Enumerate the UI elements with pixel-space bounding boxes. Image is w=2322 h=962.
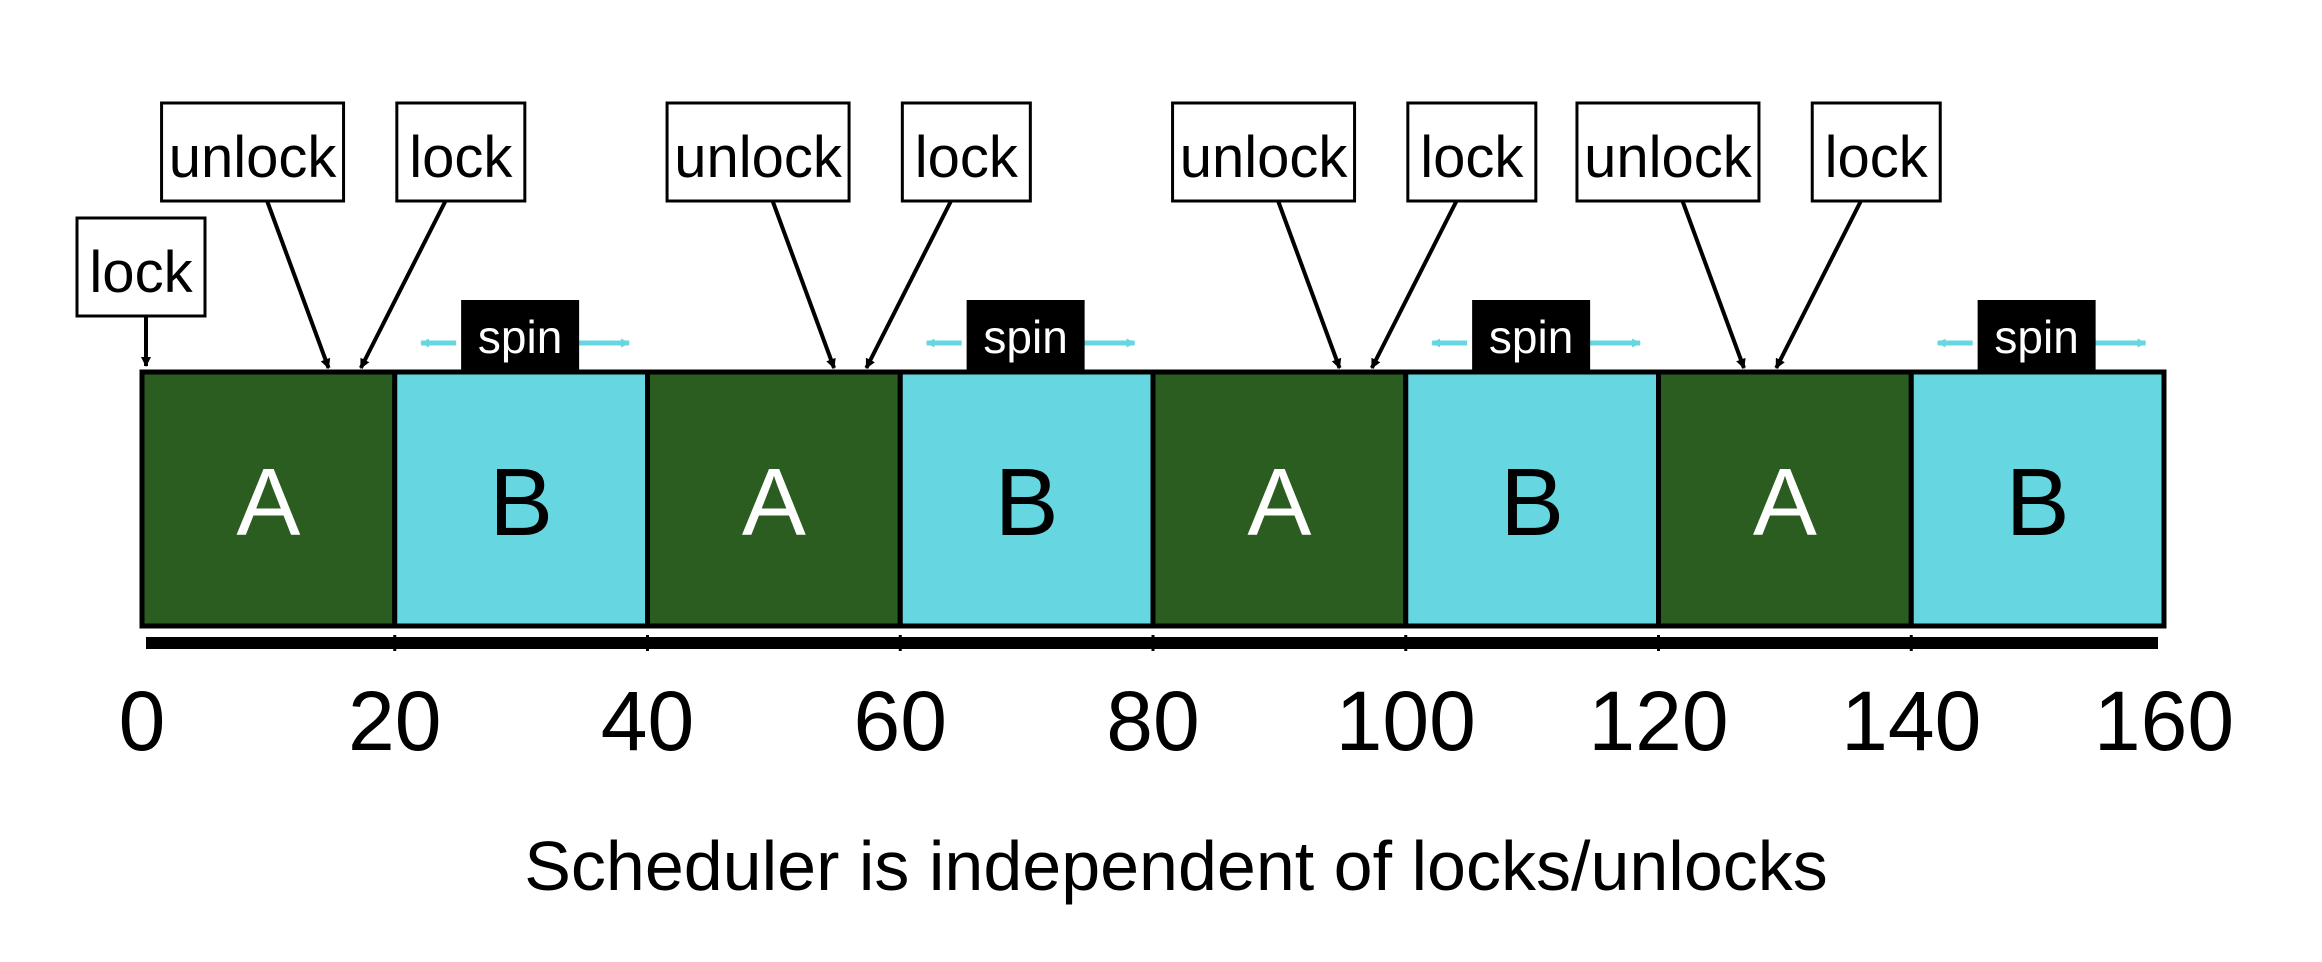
- event-label: lock: [89, 240, 193, 305]
- event-box: [665, 101, 851, 203]
- event-arrow: [1680, 200, 1746, 369]
- event-box: [160, 101, 346, 203]
- axis-tick-label: 100: [1336, 674, 1476, 768]
- event-label: unlock: [1584, 125, 1753, 190]
- event-box: [75, 216, 207, 318]
- lock-annotation: lock: [75, 216, 207, 367]
- axis-tick-label: 60: [854, 674, 947, 768]
- lock-annotation: lock: [864, 101, 1032, 369]
- slice-rect: [1403, 369, 1661, 629]
- slice-rect: [645, 369, 903, 629]
- axis-tick-label: 80: [1106, 674, 1199, 768]
- event-arrow: [864, 200, 953, 369]
- lock-annotation: lock: [359, 101, 527, 369]
- slice-a-6: A: [1656, 369, 1914, 629]
- event-arrow: [359, 200, 448, 369]
- spin-badge: [966, 300, 1085, 372]
- spin-badge: [1977, 300, 2096, 372]
- spin-indicator: spin: [1431, 300, 1642, 372]
- event-label: unlock: [674, 125, 843, 190]
- slice-rect: [1908, 369, 2167, 629]
- slice-label: A: [1247, 449, 1311, 556]
- spin-badge: [1472, 300, 1591, 372]
- unlock-annotation: unlock: [1575, 101, 1761, 369]
- slice-b-5: B: [1403, 369, 1661, 629]
- event-box: [1575, 101, 1761, 203]
- event-label: lock: [1825, 125, 1929, 190]
- spin-label: spin: [983, 311, 1067, 363]
- slice-label: B: [2006, 449, 2070, 556]
- spin-indicator: spin: [1936, 300, 2147, 372]
- event-box: [1810, 101, 1942, 203]
- time-axis: 0 20 40 60 80 100 120 140 160: [119, 635, 2234, 768]
- event-label: unlock: [169, 125, 338, 190]
- event-box: [395, 101, 527, 203]
- spin-label: spin: [1489, 311, 1573, 363]
- slice-label: A: [236, 449, 300, 556]
- lock-annotation: lock: [1370, 101, 1538, 369]
- slice-rect: [1150, 369, 1409, 629]
- slice-b-3: B: [897, 369, 1156, 629]
- event-box: [1171, 101, 1357, 203]
- spin-label: spin: [1994, 311, 2078, 363]
- unlock-annotation: unlock: [665, 101, 851, 369]
- slice-rect: [139, 369, 398, 629]
- event-label: lock: [915, 125, 1019, 190]
- caption: Scheduler is independent of locks/unlock…: [524, 827, 1828, 905]
- spin-indicator: spin: [925, 300, 1136, 372]
- slice-label: B: [1500, 449, 1564, 556]
- slice-rect: [897, 369, 1156, 629]
- slice-b-1: B: [392, 369, 650, 629]
- slice-label: A: [742, 449, 806, 556]
- slice-rect: [1656, 369, 1914, 629]
- unlock-annotation: unlock: [1171, 101, 1357, 369]
- unlock-annotation: unlock: [160, 101, 346, 369]
- event-label: lock: [409, 125, 513, 190]
- slice-b-7: B: [1908, 369, 2167, 629]
- axis-tick-label: 40: [601, 674, 694, 768]
- event-label: unlock: [1180, 125, 1349, 190]
- event-arrow: [1370, 200, 1459, 369]
- lock-event-annotations: lock unlock lock unlock lock unlock lock unlock…: [75, 101, 1942, 369]
- slice-a-4: A: [1150, 369, 1409, 629]
- axis-tick-label: 160: [2094, 674, 2234, 768]
- lock-annotation: lock: [1774, 101, 1942, 369]
- event-arrow: [1276, 200, 1342, 369]
- spin-badge: [461, 300, 580, 372]
- slice-label: B: [995, 449, 1059, 556]
- slice-a-2: A: [645, 369, 903, 629]
- event-arrow: [770, 200, 836, 369]
- event-arrow: [1774, 200, 1863, 369]
- slice-label: B: [489, 449, 553, 556]
- spin-indicators: spin spin spin spin: [420, 300, 2147, 372]
- slice-label: A: [1753, 449, 1817, 556]
- axis-tick-label: 120: [1588, 674, 1728, 768]
- event-arrow: [265, 200, 331, 369]
- event-box: [1406, 101, 1538, 203]
- axis-tick-label: 140: [1841, 674, 1981, 768]
- event-box: [900, 101, 1032, 203]
- axis-tick-label: 0: [119, 674, 166, 768]
- axis-tick-label: 20: [348, 674, 441, 768]
- event-label: lock: [1420, 125, 1524, 190]
- spin-indicator: spin: [420, 300, 631, 372]
- slice-a-0: A: [139, 369, 398, 629]
- spin-label: spin: [478, 311, 562, 363]
